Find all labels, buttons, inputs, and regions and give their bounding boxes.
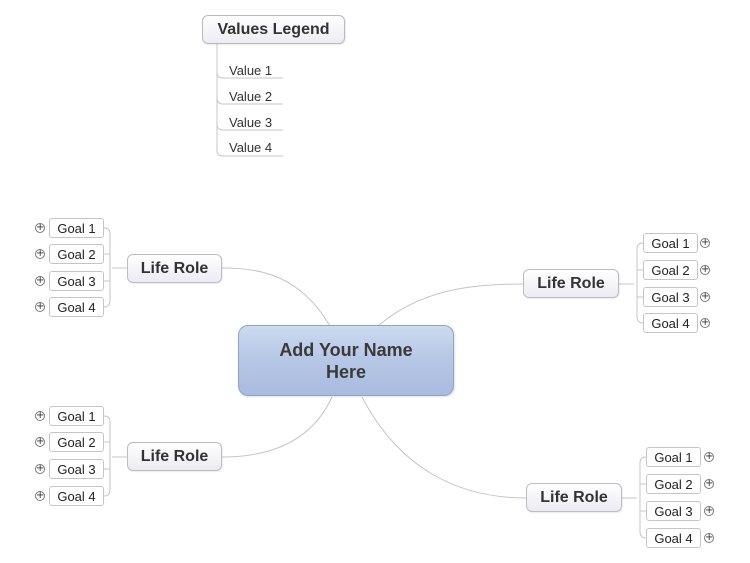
expand-icon[interactable]: + [35,222,45,233]
expand-icon[interactable]: + [35,248,45,259]
legend-item-value-3[interactable]: Value 3 [229,115,273,130]
life-role-top-left[interactable]: Life Role [127,254,222,283]
values-legend-title[interactable]: Values Legend [202,15,345,44]
life-role-bottom-left[interactable]: Life Role [127,442,222,471]
goal-bottom-right-1[interactable]: Goal 1 [646,447,701,467]
branch-curve-top-left [221,267,331,327]
goal-top-right-4[interactable]: Goal 4 [643,313,698,333]
legend-item-value-4[interactable]: Value 4 [229,140,273,155]
expand-icon[interactable]: + [35,301,45,312]
branch-curve-bottom-right [361,396,527,499]
branch-curve-bottom-left [221,396,333,458]
goal-top-left-3[interactable]: Goal 3 [49,271,104,291]
goal-top-right-3[interactable]: Goal 3 [643,287,698,307]
goal-top-left-2[interactable]: Goal 2 [49,244,104,264]
goal-top-left-4[interactable]: Goal 4 [49,297,104,317]
goal-bottom-right-2[interactable]: Goal 2 [646,474,701,494]
branch-curve-top-right [377,283,524,327]
expand-icon[interactable]: + [35,490,45,501]
expand-icon[interactable]: + [700,291,710,302]
expand-icon[interactable]: + [704,451,714,462]
expand-icon[interactable]: + [704,478,714,489]
legend-connector [216,44,283,157]
goal-top-left-1[interactable]: Goal 1 [49,218,104,238]
central-topic-label: Add Your Name Here [279,339,413,382]
expand-icon[interactable]: + [35,410,45,421]
goal-top-right-2[interactable]: Goal 2 [643,260,698,280]
expand-icon[interactable]: + [704,532,714,543]
life-role-top-right[interactable]: Life Role [523,269,619,298]
goal-top-right-1[interactable]: Goal 1 [643,233,698,253]
goal-bottom-left-2[interactable]: Goal 2 [49,432,104,452]
expand-icon[interactable]: + [700,317,710,328]
legend-item-value-2[interactable]: Value 2 [229,89,273,104]
expand-icon[interactable]: + [35,275,45,286]
goal-bottom-right-3[interactable]: Goal 3 [646,501,701,521]
expand-icon[interactable]: + [700,264,710,275]
central-topic[interactable]: Add Your Name Here [238,325,454,396]
expand-icon[interactable]: + [700,237,710,248]
goal-bottom-left-1[interactable]: Goal 1 [49,406,104,426]
expand-icon[interactable]: + [704,505,714,516]
goal-bottom-left-3[interactable]: Goal 3 [49,459,104,479]
expand-icon[interactable]: + [35,463,45,474]
expand-icon[interactable]: + [35,436,45,447]
goal-bottom-right-4[interactable]: Goal 4 [646,528,701,548]
goal-bottom-left-4[interactable]: Goal 4 [49,486,104,506]
legend-item-value-1[interactable]: Value 1 [229,63,273,78]
life-role-bottom-right[interactable]: Life Role [526,483,622,512]
